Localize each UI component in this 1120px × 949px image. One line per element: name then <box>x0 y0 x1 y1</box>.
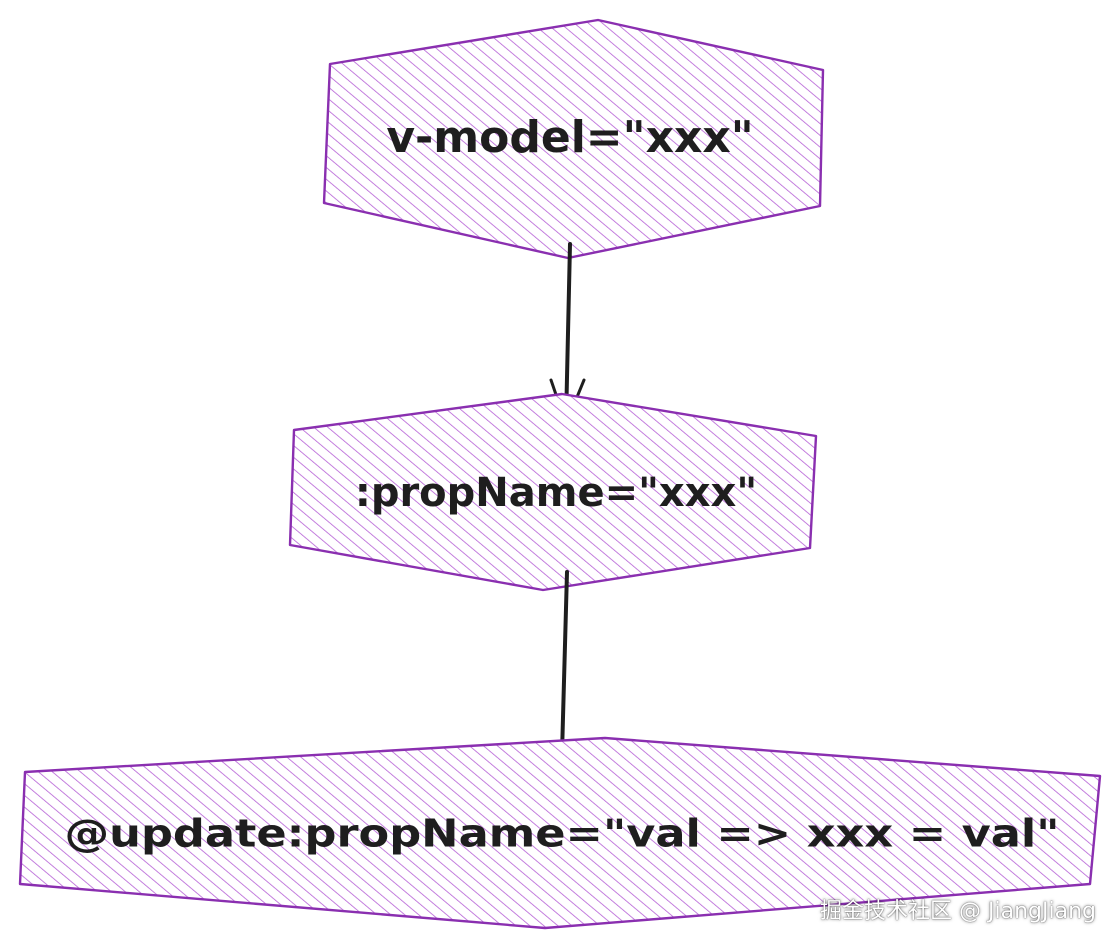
node-prop-label: :propName="xxx" <box>355 470 757 516</box>
edge-vmodel-to-prop-line <box>564 242 572 424</box>
node-prop-shape <box>288 392 818 592</box>
node-prop: :propName="xxx" <box>288 392 818 592</box>
node-update-shape <box>18 736 1102 930</box>
node-vmodel: v-model="xxx" <box>322 18 825 260</box>
watermark: 掘金技术社区 @ JiangJiang <box>820 899 1096 924</box>
node-update: @update:propName="val => xxx = val" <box>18 736 1102 930</box>
node-vmodel-label: v-model="xxx" <box>386 112 753 163</box>
node-update-label: @update:propName="val => xxx = val" <box>65 812 1060 856</box>
node-vmodel-shape <box>322 18 825 260</box>
